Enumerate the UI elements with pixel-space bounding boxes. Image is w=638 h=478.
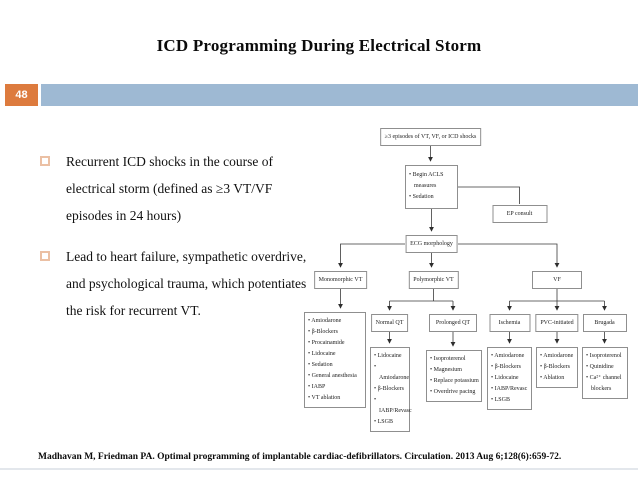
flow-node-acls-measures: Begin ACLS measuresSedation — [405, 165, 458, 209]
bullet-item: Lead to heart failure, sympathetic overd… — [38, 243, 316, 324]
bullet-square-icon — [40, 251, 50, 261]
flow-node-root: ≥3 episodes of VT, VF, or ICD shocks — [379, 128, 482, 146]
flow-treatments-ischemia: Amiodaroneβ-BlockersLidocaineIABP/Revasc… — [487, 347, 532, 410]
flowchart: ≥3 episodes of VT, VF, or ICD shocks Beg… — [296, 120, 638, 432]
flow-node-vf: VF — [532, 271, 582, 289]
bullet-square-icon — [40, 156, 50, 166]
flow-node-monomorphic-vt: Monomorphic VT — [313, 271, 368, 289]
citation: Madhavan M, Friedman PA. Optimal program… — [38, 452, 562, 462]
flow-node-ep-consult: EP consult — [492, 205, 547, 223]
flow-treatments-brugada: IsoproterenolQuinidineCa²⁺ channel block… — [582, 347, 628, 399]
bullet-text: Lead to heart failure, sympathetic overd… — [66, 249, 307, 318]
bullet-item: Recurrent ICD shocks in the course of el… — [38, 148, 316, 229]
page-number-badge: 48 — [5, 84, 38, 106]
flow-treatments-normal-qt: LidocaineAmiodaroneβ-BlockersIABP/Revasc… — [370, 347, 412, 432]
header-accent-bar — [41, 84, 638, 106]
footer-divider — [0, 468, 638, 470]
flowchart-connector-lines — [338, 146, 607, 347]
slide-title: ICD Programming During Electrical Storm — [156, 36, 482, 55]
flow-node-ischemia: Ischemia — [489, 314, 530, 332]
flow-node-normal-qt: Normal QT — [370, 314, 409, 332]
bullet-list: Recurrent ICD shocks in the course of el… — [38, 148, 316, 338]
flow-node-ecg-morphology: ECG morphology — [405, 235, 458, 253]
flow-node-pvc-initiated: PVC-initiated — [535, 314, 579, 332]
flow-node-polymorphic-vt: Polymorphic VT — [408, 271, 459, 289]
flow-node-prolonged-qt: Prolonged QT — [429, 314, 477, 332]
flow-treatments-prolonged-qt: IsoproterenolMagnesiumReplace potassiumO… — [426, 350, 482, 402]
flow-treatments-monomorphic: Amiodaroneβ-BlockersProcainamideLidocain… — [304, 312, 366, 408]
flow-treatments-pvc-initiated: Amiodaroneβ-BlockersAblation — [536, 347, 578, 388]
bullet-text: Recurrent ICD shocks in the course of el… — [66, 154, 273, 223]
flow-node-brugada: Brugada — [582, 314, 627, 332]
